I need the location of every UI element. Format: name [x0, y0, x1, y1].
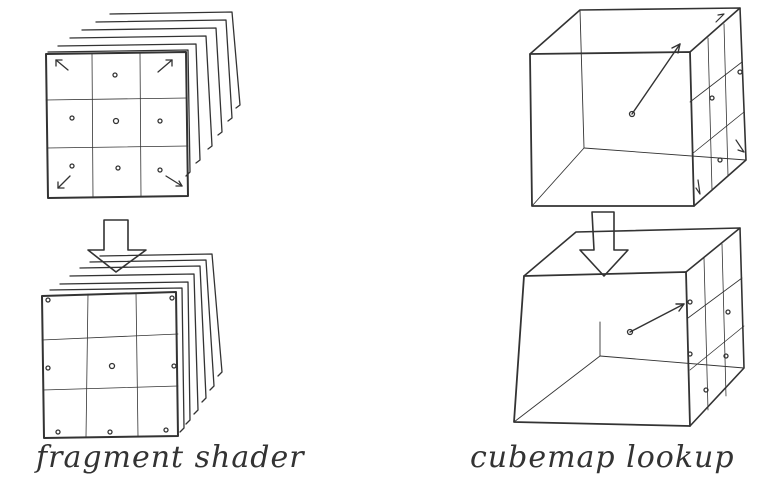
down-arrow-right	[580, 212, 628, 276]
sample-dot	[114, 119, 119, 124]
hidden-edge	[600, 356, 744, 368]
caption-cubemap-lookup: cubemap lookup	[470, 440, 735, 475]
arrow-bottom-right	[166, 176, 182, 186]
arrow-top-left	[56, 60, 68, 70]
stack-sheet	[58, 44, 200, 163]
cube-top-face	[524, 228, 740, 276]
grid-line	[692, 112, 744, 154]
sample-dot	[110, 364, 115, 369]
sample-dot	[726, 310, 730, 314]
grid-line	[92, 54, 93, 197]
corner-arrow	[716, 14, 724, 22]
grid-line	[86, 294, 88, 437]
stack-sheet	[48, 50, 190, 176]
sample-dot	[164, 428, 168, 432]
cube-top	[530, 8, 746, 206]
grid-line	[42, 334, 178, 340]
sample-dot	[70, 116, 74, 120]
grid-line	[46, 98, 187, 100]
stack-sheet	[110, 12, 240, 108]
grid-line	[136, 293, 138, 436]
front-layer-top	[46, 52, 188, 198]
sample-dot	[738, 70, 742, 74]
arrow-top-right	[158, 60, 172, 72]
cube-front-face	[514, 272, 690, 426]
sample-dot	[46, 366, 50, 370]
grid-line	[690, 62, 742, 102]
stack-sheet	[50, 288, 184, 432]
grid-line	[722, 244, 726, 396]
grid-line	[688, 278, 742, 318]
grid-line	[708, 38, 712, 190]
sample-dot	[718, 158, 722, 162]
sample-dot	[172, 364, 176, 368]
sample-dot	[704, 388, 708, 392]
down-arrow-left	[88, 220, 146, 272]
stack-sheet	[96, 20, 232, 121]
sample-dot	[108, 430, 112, 434]
cube-front-face	[530, 52, 694, 206]
hidden-edge	[580, 10, 584, 148]
grid-line	[704, 258, 708, 410]
grid-line	[47, 146, 188, 148]
sample-dot	[158, 119, 162, 123]
cube-right-face	[690, 228, 744, 426]
caption-fragment-shader: fragment shader	[36, 440, 305, 475]
sample-dot	[70, 164, 74, 168]
sample-dot	[170, 296, 174, 300]
layer-stack-top	[48, 12, 240, 176]
cube-bottom	[514, 228, 744, 426]
sample-dot	[113, 73, 117, 77]
corner-arrow	[736, 140, 744, 152]
sample-dot	[710, 96, 714, 100]
lookup-arrow	[630, 304, 684, 332]
arrow-bottom-left	[58, 176, 70, 188]
sample-dot	[724, 354, 728, 358]
stack-sheet	[60, 282, 190, 424]
stack-sheet	[80, 266, 206, 402]
hidden-edge	[532, 148, 584, 206]
sample-dot	[116, 166, 120, 170]
sample-dot	[688, 352, 692, 356]
front-layer-bottom	[42, 292, 178, 438]
sample-dot	[56, 430, 60, 434]
sample-dot	[158, 168, 162, 172]
corner-arrow	[696, 180, 700, 194]
lookup-arrow	[632, 44, 680, 114]
sample-dot	[688, 300, 692, 304]
hidden-edge	[514, 356, 600, 422]
grid-line	[140, 53, 141, 197]
layer-stack-bottom	[50, 254, 222, 432]
grid-line	[690, 326, 744, 370]
cube-right-face	[694, 8, 746, 206]
grid-line	[724, 24, 728, 176]
sample-dot	[46, 298, 50, 302]
grid-line	[43, 386, 178, 390]
